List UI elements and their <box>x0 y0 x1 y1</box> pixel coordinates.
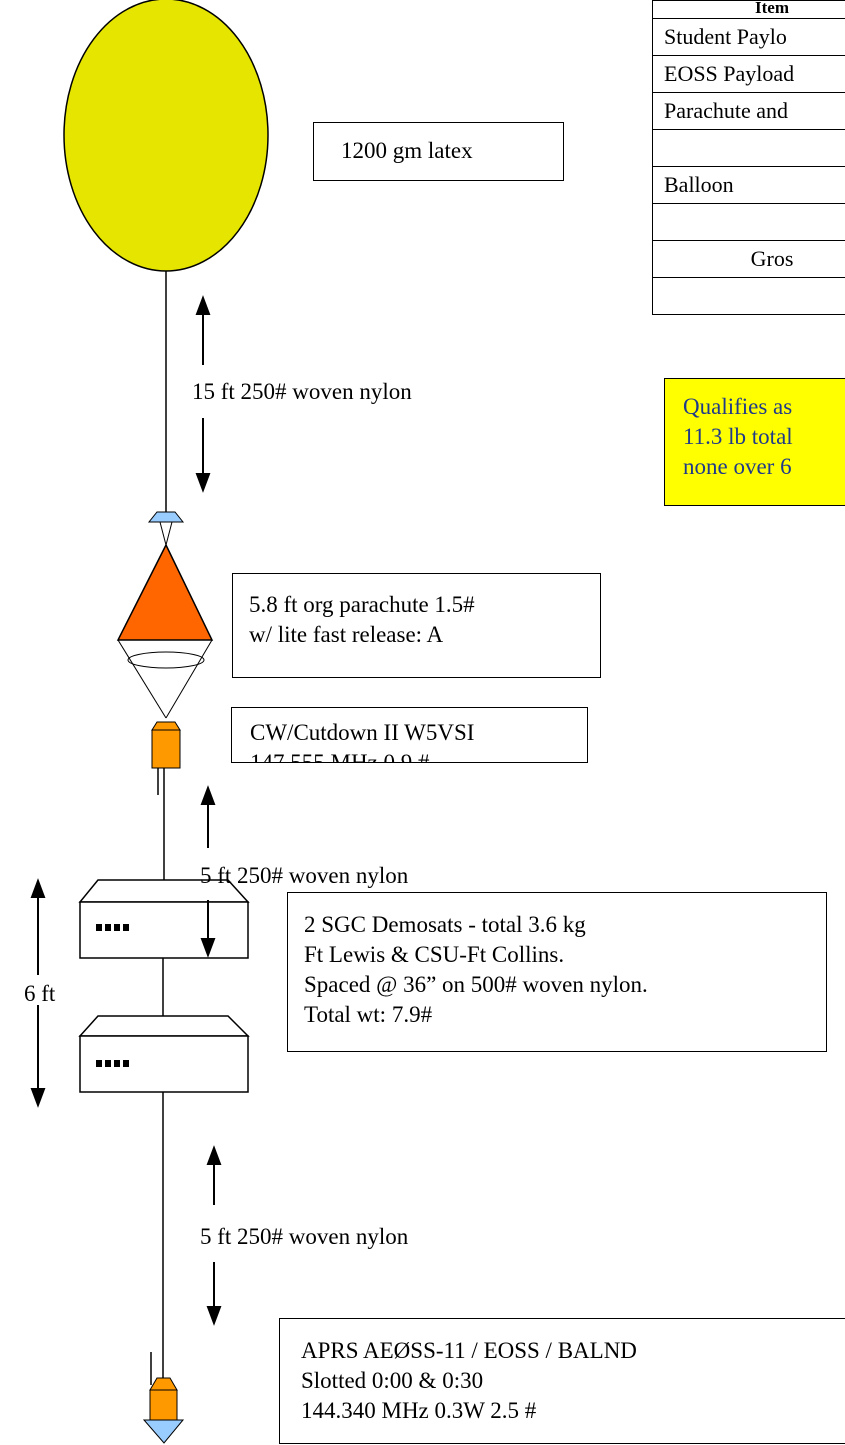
top-connector <box>147 511 185 523</box>
demosat-span-arrows <box>30 878 46 1108</box>
upper-segment-arrows <box>195 295 211 493</box>
note-line-1: Qualifies as <box>683 394 793 419</box>
balloon-label: 1200 gm latex <box>341 138 473 163</box>
balloon-label-box: 1200 gm latex <box>313 122 564 181</box>
aprs-cap <box>149 1377 178 1391</box>
demosat-info-box: 2 SGC Demosats - total 3.6 kg Ft Lewis &… <box>287 892 827 1052</box>
aprs-bottom-cone <box>142 1419 185 1444</box>
parachute-info-line-1: 5.8 ft org parachute 1.5# <box>249 592 475 617</box>
parachute-riser <box>117 639 167 719</box>
parachute-ring <box>127 651 205 669</box>
cutdown-info-line-1: CW/Cutdown II W5VSI <box>250 720 475 745</box>
middle-segment-label: 5 ft 250# woven nylon <box>200 863 409 888</box>
table-row <box>652 277 845 315</box>
cutdown-cap <box>151 721 181 731</box>
table-row <box>652 203 845 241</box>
demosat-2-top <box>78 1015 250 1037</box>
aprs-unit <box>149 1389 178 1421</box>
cutdown-unit <box>151 729 181 769</box>
table-row: Parachute and <box>652 92 845 130</box>
weight-table: Item Student Paylo EOSS Payload Parachut… <box>652 0 845 348</box>
parachute-info-line-2: w/ lite fast release: A <box>249 622 444 647</box>
lower-segment-label: 5 ft 250# woven nylon <box>200 1224 409 1249</box>
note-line-3: none over 6 <box>683 454 792 479</box>
table-row: Balloon <box>652 166 845 204</box>
lower-segment-arrows <box>206 1145 222 1326</box>
parachute-canopy <box>116 543 214 641</box>
demosat-2-leds <box>96 1060 129 1067</box>
balloon <box>63 0 269 272</box>
table-row: EOSS Payload <box>652 55 845 93</box>
table-row <box>652 129 845 167</box>
table-header: Item <box>652 0 845 19</box>
shroud-line <box>159 521 167 546</box>
middle-segment-arrows <box>200 785 216 958</box>
demosat-span-label: 6 ft <box>24 981 56 1006</box>
aprs-info-line-1: APRS AEØSS-11 / EOSS / BALND <box>301 1338 637 1363</box>
parachute-riser <box>165 639 213 719</box>
demosat-2-body <box>79 1035 249 1093</box>
qualification-note: Qualifies as 11.3 lb total none over 6 <box>664 378 845 506</box>
demosat-info-line-1: 2 SGC Demosats - total 3.6 kg <box>304 912 586 937</box>
cutdown-info-box: CW/Cutdown II W5VSI 147.555 MHz 0.9 # <box>231 707 588 763</box>
cutdown-info-line-2: 147.555 MHz 0.9 # <box>250 750 430 763</box>
aprs-info-box: APRS AEØSS-11 / EOSS / BALND Slotted 0:0… <box>279 1318 845 1444</box>
demosat-info-line-3: Spaced @ 36” on 500# woven nylon. <box>304 972 648 997</box>
parachute-info-box: 5.8 ft org parachute 1.5# w/ lite fast r… <box>232 573 601 678</box>
aprs-info-line-2: Slotted 0:00 & 0:30 <box>301 1368 484 1393</box>
demosat-info-line-2: Ft Lewis & CSU-Ft Collins. <box>304 942 565 967</box>
aprs-info-line-3: 144.340 MHz 0.3W 2.5 # <box>301 1398 537 1423</box>
table-row: Student Paylo <box>652 18 845 56</box>
upper-segment-label: 15 ft 250# woven nylon <box>192 379 412 404</box>
note-line-2: 11.3 lb total <box>683 424 793 449</box>
demosat-1-leds <box>96 924 129 931</box>
demosat-info-line-4: Total wt: 7.9# <box>304 1002 433 1027</box>
table-row: Gros <box>652 240 845 278</box>
shroud-line <box>165 521 173 546</box>
